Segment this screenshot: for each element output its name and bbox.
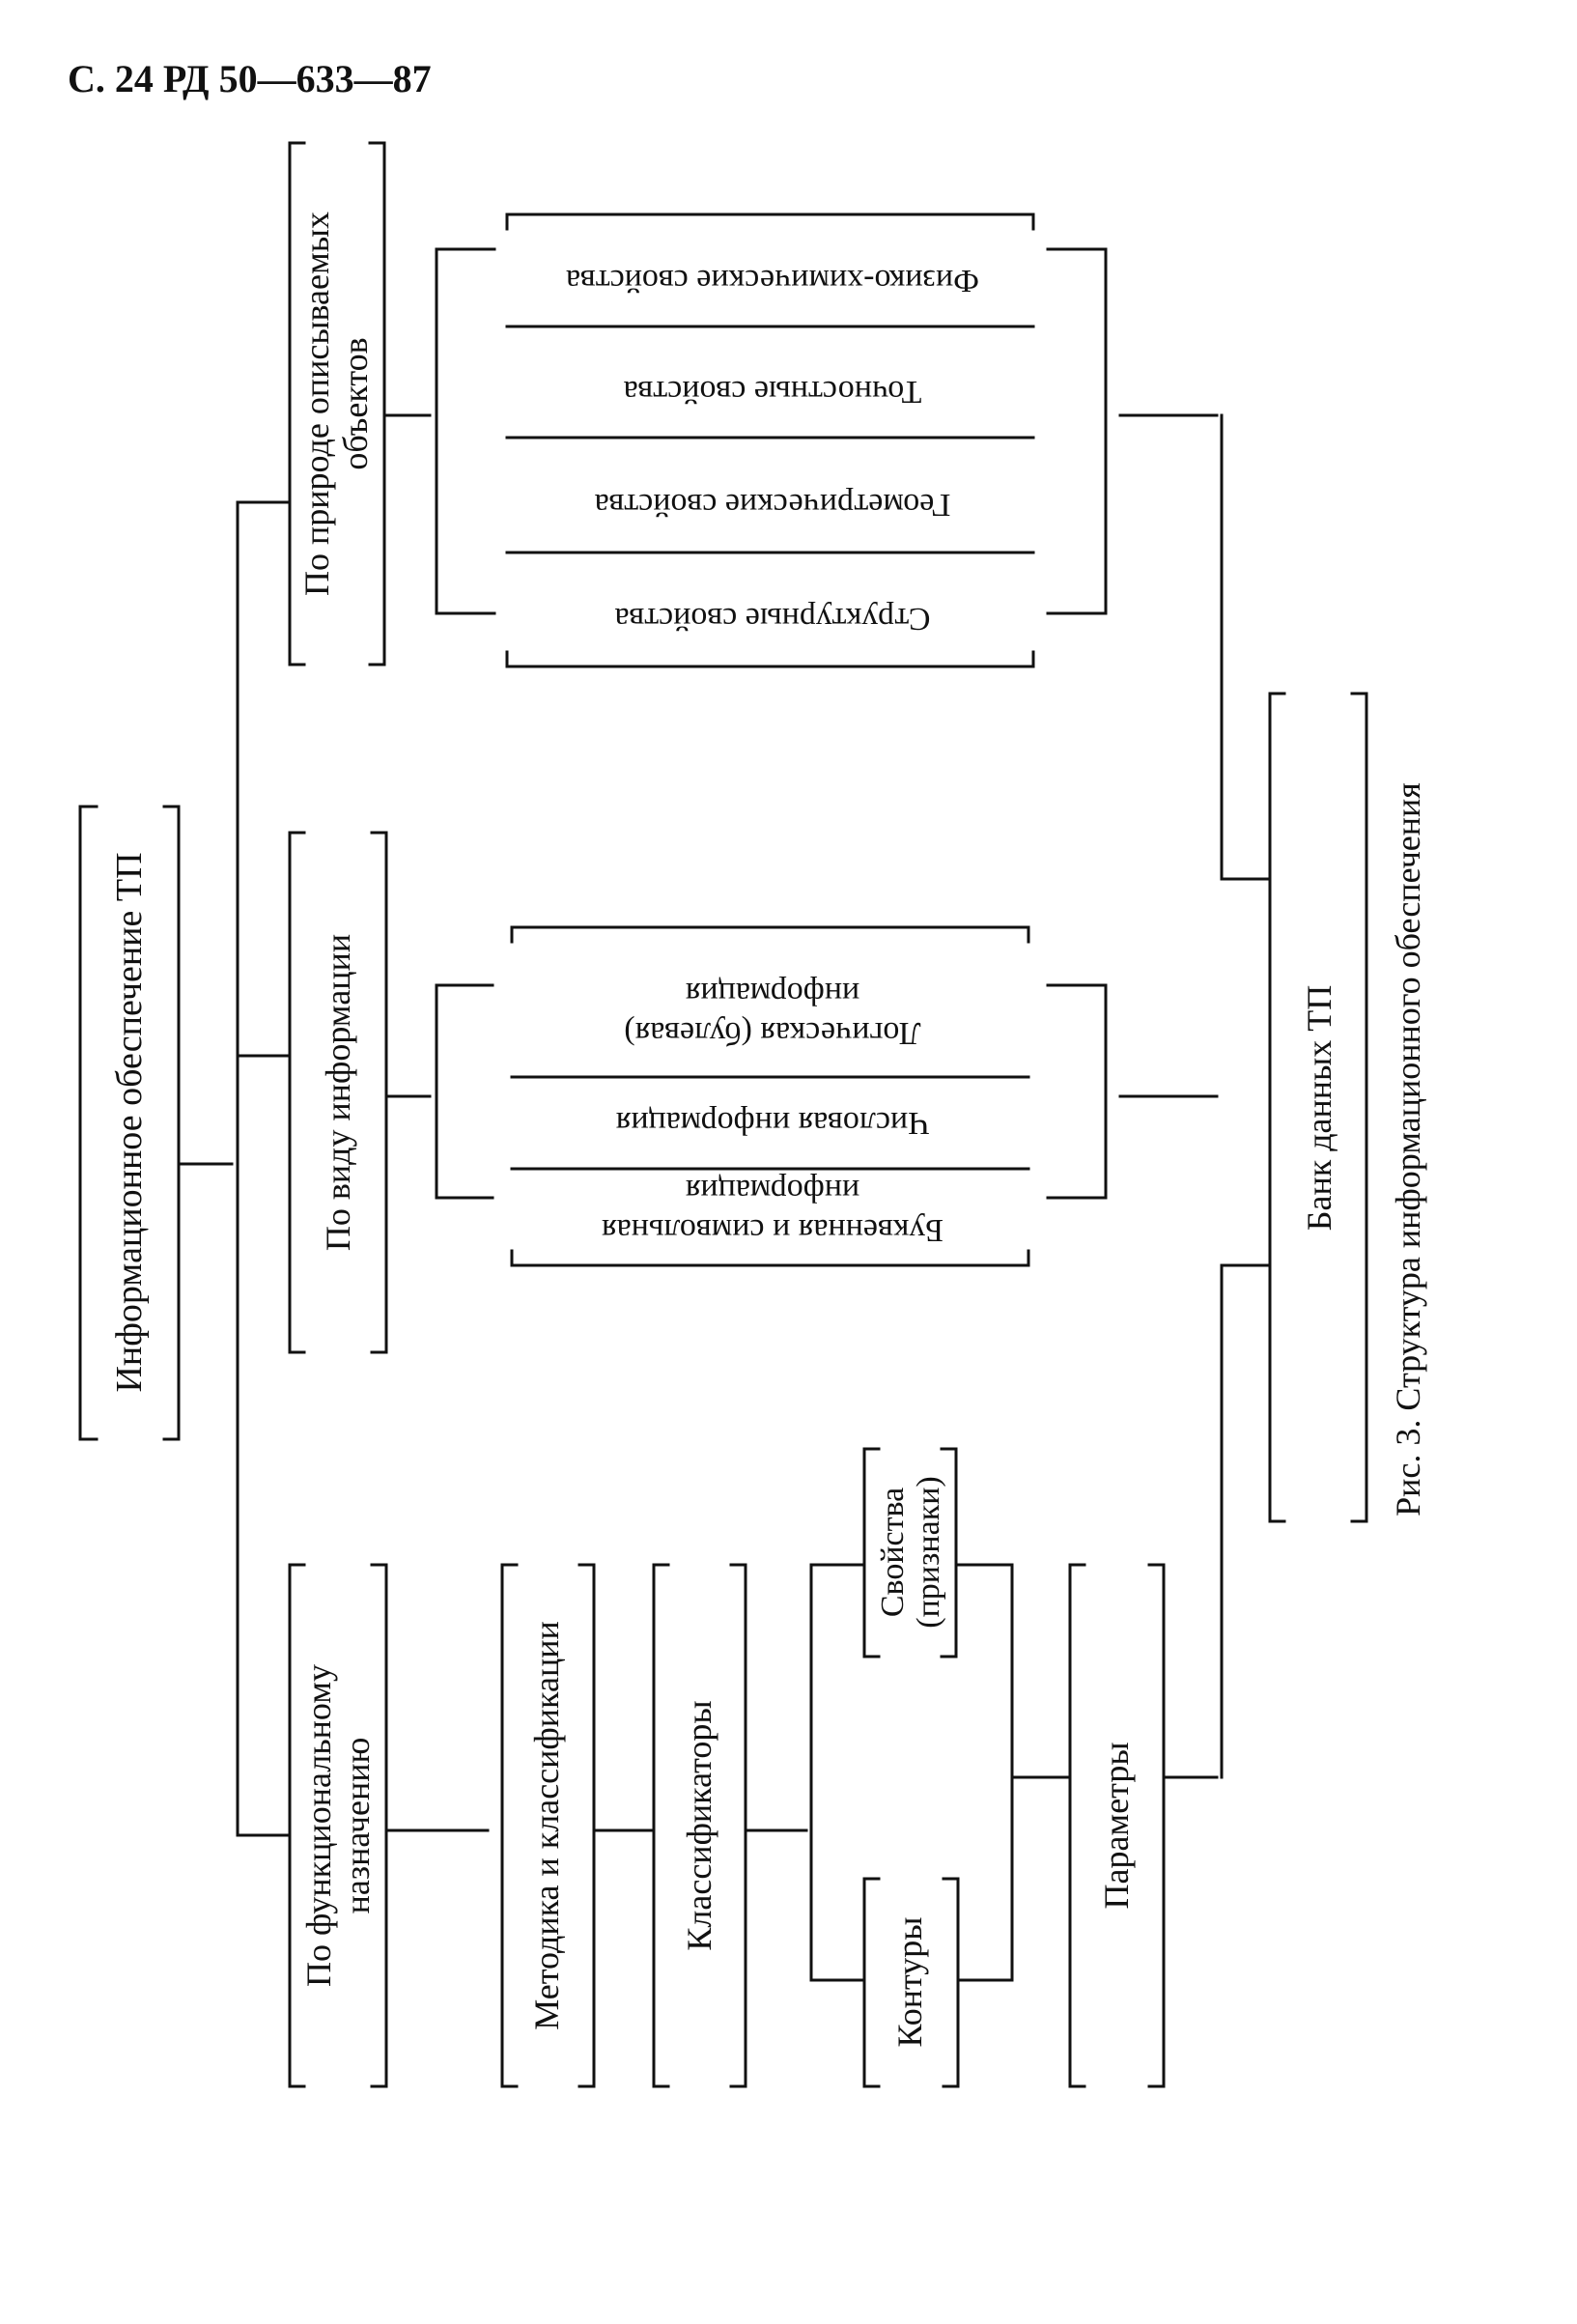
category-by-info-type: По виду информации (288, 831, 388, 1354)
root-connector (177, 500, 292, 1837)
functional-chain: Методика и классификации Классификаторы … (384, 1447, 1219, 2088)
properties-line1: Свойства (875, 1488, 911, 1617)
object-props-labels: Физико-химические свойства Точностные св… (566, 263, 979, 637)
object-prop-accuracy: Точностные свойства (624, 374, 922, 410)
category-by-object-nature-line2: объектов (336, 337, 375, 469)
info-type-numeric: Числовая информация (615, 1105, 929, 1141)
object-prop-physchem: Физико-химические свойства (566, 263, 979, 298)
databank-label: Банк данных ТП (1300, 985, 1338, 1231)
info-type-logical-line1: Логическая (булевая) (624, 1015, 920, 1051)
parameters-label: Параметры (1097, 1742, 1136, 1909)
bank-connector (1220, 413, 1272, 1779)
root-box: Информационное обеспечение ТП (78, 805, 181, 1441)
page-reference: С. 24 РД 50—633—87 (68, 57, 432, 100)
info-type-labels: Логическая (булевая) информация Числовая… (602, 976, 943, 1248)
category-by-function: По функциональному назначению (288, 1563, 388, 2088)
figure-caption: Рис. 3. Структура информационного обеспе… (1389, 782, 1427, 1516)
category-by-function-line1: По функциональному (299, 1664, 338, 1987)
info-type-alpha-line2: информация (685, 1173, 859, 1208)
category-by-object-nature-line1: По природе описываемых (297, 212, 336, 596)
properties-line2: (признаки) (911, 1476, 946, 1628)
method-label: Методика и классификации (527, 1621, 566, 2029)
info-type-branch (384, 925, 1219, 1267)
category-by-function-line2: назначению (338, 1738, 377, 1914)
info-type-alpha-line1: Буквенная и символьная (602, 1212, 943, 1248)
object-nature-branch (382, 213, 1219, 668)
object-prop-structural: Структурные свойства (615, 601, 931, 637)
info-type-logical-line2: информация (685, 976, 859, 1011)
object-prop-geometric: Геометрические свойства (595, 487, 951, 523)
category-by-object-nature: По природе описываемых объектов (288, 141, 386, 666)
root-label: Информационное обеспечение ТП (109, 852, 150, 1392)
category-by-info-type-label: По виду информации (319, 934, 357, 1251)
classifiers-label: Классификаторы (680, 1700, 718, 1950)
databank-box: Банк данных ТП (1268, 692, 1368, 1523)
contours-label: Контуры (890, 1917, 929, 2048)
